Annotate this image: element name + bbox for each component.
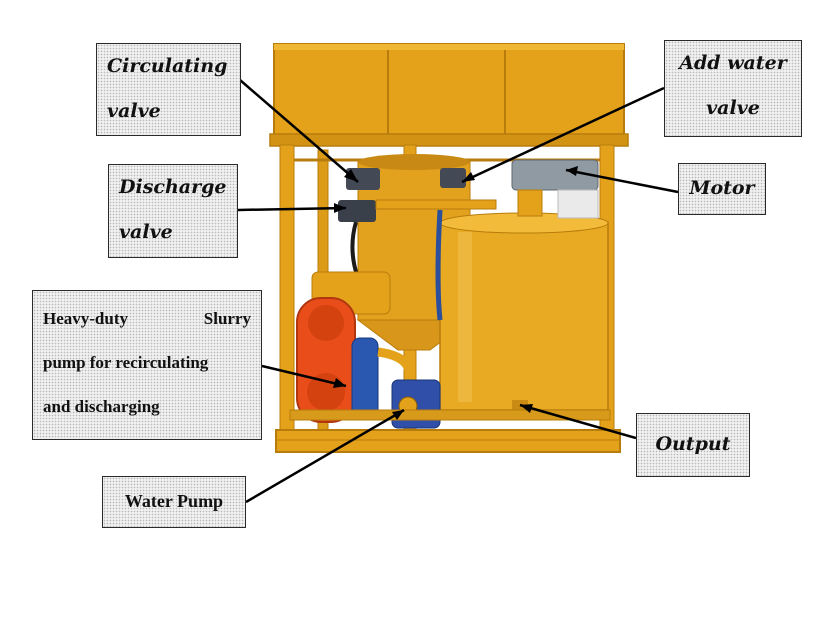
label-add-water-valve-line2: valve — [706, 97, 760, 119]
label-motor-text: Motor — [689, 177, 755, 199]
label-add-water-valve: Add water valve — [664, 40, 802, 137]
leader-circulating-valve — [239, 79, 359, 183]
label-output: Output — [636, 413, 750, 477]
add-water-valve-body — [440, 168, 466, 188]
frame-post-left — [279, 144, 295, 436]
label-circulating-valve: Circulating valve — [96, 43, 241, 136]
leader-motor — [565, 168, 679, 194]
label-output-text: Output — [655, 433, 731, 455]
label-water-pump-text: Water Pump — [124, 491, 224, 511]
pump-housing — [351, 337, 379, 421]
leader-arrowheads — [333, 166, 578, 420]
circulating-valve-body — [346, 168, 380, 190]
label-discharge-valve-line1: Discharge — [119, 176, 227, 198]
label-slurry-pump-line2: pump for recirculating — [43, 353, 209, 372]
label-motor: Motor — [678, 163, 766, 215]
discharge-valve-body — [338, 200, 376, 222]
label-slurry-pump-line1: Heavy-duty Slurry — [43, 297, 251, 341]
leader-output — [519, 403, 637, 440]
leader-slurry-pump — [261, 364, 347, 388]
label-discharge-valve: Discharge valve — [108, 164, 238, 258]
label-water-pump: Water Pump — [102, 476, 246, 528]
label-circulating-valve-line1: Circulating — [107, 55, 228, 77]
leader-water-pump — [245, 408, 405, 504]
leader-add-water-valve — [461, 86, 665, 184]
label-slurry-pump-word-slurry: Slurry — [203, 309, 251, 328]
base-skid — [275, 429, 621, 453]
label-slurry-pump: Heavy-duty Slurry pump for recirculating… — [32, 290, 262, 440]
label-slurry-pump-word-heavy-duty: Heavy-duty — [43, 309, 128, 328]
label-add-water-valve-line1: Add water — [679, 52, 787, 74]
leader-discharge-valve — [237, 206, 347, 212]
top-hopper — [273, 43, 625, 138]
leader-lines — [237, 79, 679, 504]
grout-mixer-machine — [269, 43, 629, 453]
label-discharge-valve-line2: valve — [119, 221, 173, 243]
hopper-ledge — [269, 133, 629, 147]
label-circulating-valve-line2: valve — [107, 100, 161, 122]
label-slurry-pump-line3: and discharging — [43, 397, 160, 416]
